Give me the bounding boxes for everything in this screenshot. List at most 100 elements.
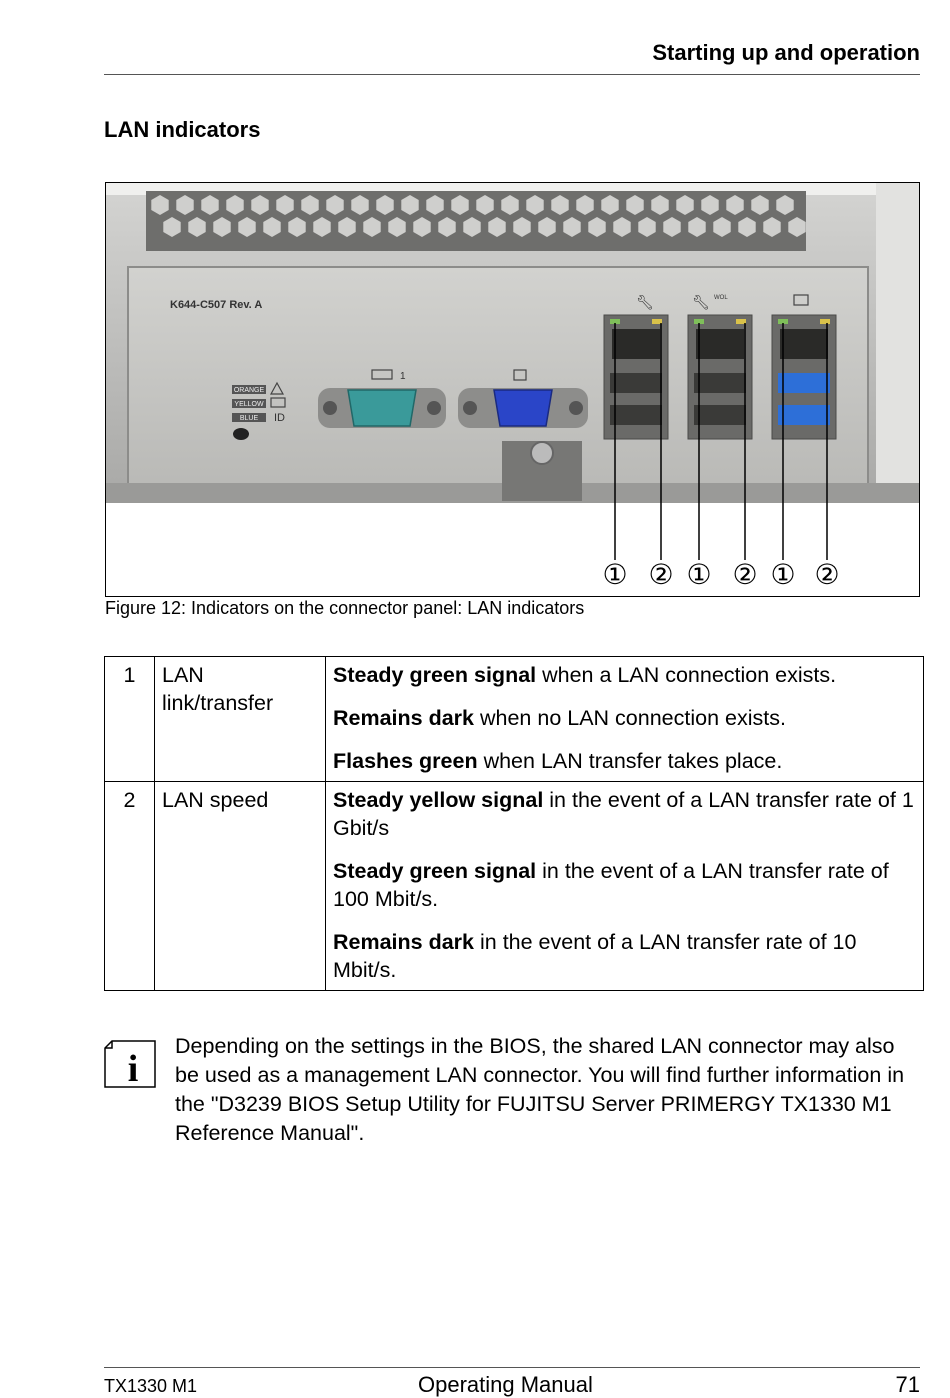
- id-text: ID: [274, 412, 285, 424]
- row-number: 1: [104, 656, 155, 782]
- network-icon: [793, 294, 809, 306]
- description-text: in the event of a LAN transfer rate of 1…: [333, 930, 857, 982]
- vent-hole: [288, 217, 306, 237]
- led-link-2: [694, 319, 704, 324]
- vent-hole: [676, 195, 694, 215]
- row-number: 2: [104, 781, 155, 991]
- description-emphasis: Remains dark: [333, 930, 475, 954]
- vent-hole: [576, 195, 594, 215]
- vent-hole: [238, 217, 256, 237]
- vent-hole: [176, 195, 194, 215]
- description-emphasis: Remains dark: [333, 706, 475, 730]
- vent-hole: [276, 195, 294, 215]
- led-link-1: [610, 319, 620, 324]
- serial-port: 1: [318, 369, 446, 428]
- vent-hole: [651, 195, 669, 215]
- description-emphasis: Steady green signal: [333, 663, 537, 687]
- vent-hole: [563, 217, 581, 237]
- vent-hole: [326, 195, 344, 215]
- vent-hole: [713, 217, 731, 237]
- callout-1: ①: [686, 558, 711, 591]
- vent-hole: [488, 217, 506, 237]
- wol-label: WOL: [714, 295, 728, 301]
- callout-1: ①: [602, 558, 627, 591]
- figure-caption: Figure 12: Indicators on the connector p…: [105, 598, 585, 618]
- indicator-table: 1 LAN link/transfer Steady green signal …: [104, 656, 924, 991]
- vent-hole: [663, 217, 681, 237]
- vent-hole: [163, 217, 181, 237]
- serial-port-number: 1: [400, 371, 406, 382]
- vent-hole: [613, 217, 631, 237]
- vent-hole: [226, 195, 244, 215]
- callout-2: ②: [732, 558, 757, 591]
- indicator-name: LAN link/transfer: [154, 656, 326, 782]
- table-row: 1 LAN link/transfer Steady green signal …: [104, 656, 924, 782]
- description-emphasis: Flashes green: [333, 749, 478, 773]
- vent-hole: [601, 195, 619, 215]
- description-item: Steady green signal when a LAN connectio…: [333, 661, 916, 689]
- indicator-name: LAN speed: [154, 781, 326, 991]
- description-text: in the event of a LAN transfer rate of 1…: [333, 788, 914, 840]
- callout-2: ②: [814, 558, 839, 591]
- indicator-description: Steady green signal when a LAN connectio…: [325, 656, 924, 782]
- lan-usb-stack-1: 🔧︎: [603, 295, 669, 440]
- vent-hole: [476, 195, 494, 215]
- panel-label: K644-C507 Rev. A: [170, 299, 262, 311]
- vent-hole: [301, 195, 319, 215]
- description-item: Flashes green when LAN transfer takes pl…: [333, 747, 916, 775]
- vent-hole: [726, 195, 744, 215]
- vent-hole: [463, 217, 481, 237]
- vga-icon: [513, 369, 527, 381]
- vent-grille: [146, 191, 806, 251]
- connector-panel-figure: K644-C507 Rev. A ORANGE YELLOW BLUE ID 1: [105, 182, 920, 597]
- vent-hole: [363, 217, 381, 237]
- vent-hole: [251, 195, 269, 215]
- description-text: when LAN transfer takes place.: [477, 749, 783, 773]
- vent-hole: [763, 217, 781, 237]
- vent-hole: [738, 217, 756, 237]
- vent-hole: [426, 195, 444, 215]
- vent-hole: [538, 217, 556, 237]
- page-number: 71: [895, 1372, 920, 1397]
- wrench-icon: 🔧︎: [636, 295, 654, 311]
- info-icon: i: [104, 1040, 156, 1088]
- description-item: Remains dark when no LAN connection exis…: [333, 704, 916, 732]
- vent-hole: [338, 217, 356, 237]
- footer-manual-title: Operating Manual: [418, 1372, 593, 1397]
- vent-hole: [751, 195, 769, 215]
- footer-rule: [104, 1367, 920, 1368]
- callout-1: ①: [770, 558, 795, 591]
- header-rule: [104, 74, 920, 75]
- running-header: Starting up and operation: [652, 40, 920, 65]
- vent-hole: [688, 217, 706, 237]
- vent-hole: [701, 195, 719, 215]
- indicator-description: Steady yellow signal in the event of a L…: [325, 781, 924, 991]
- vent-hole: [788, 217, 806, 237]
- vent-hole: [551, 195, 569, 215]
- description-text: when no LAN connection exists.: [474, 706, 786, 730]
- led-speed-3: [820, 319, 830, 324]
- vent-hole: [638, 217, 656, 237]
- vent-hole: [263, 217, 281, 237]
- vent-hole: [413, 217, 431, 237]
- led-speed-2: [736, 319, 746, 324]
- led-speed-1: [652, 319, 662, 324]
- description-item: Steady yellow signal in the event of a L…: [333, 786, 916, 842]
- monitor-icon: [270, 397, 286, 408]
- vent-hole: [151, 195, 169, 215]
- serial-port-icon: [371, 369, 393, 380]
- warning-icon: [269, 381, 285, 395]
- vent-hole: [351, 195, 369, 215]
- vent-hole: [388, 217, 406, 237]
- id-label-blue: BLUE: [240, 415, 259, 422]
- vent-hole: [213, 217, 231, 237]
- vent-hole: [401, 195, 419, 215]
- info-note: Depending on the settings in the BIOS, t…: [175, 1034, 905, 1145]
- wrench-icon: 🔧︎: [692, 295, 710, 311]
- vent-hole: [776, 195, 794, 215]
- vent-hole: [513, 217, 531, 237]
- vent-hole: [588, 217, 606, 237]
- vent-hole: [526, 195, 544, 215]
- led-link-3: [778, 319, 788, 324]
- vent-hole: [376, 195, 394, 215]
